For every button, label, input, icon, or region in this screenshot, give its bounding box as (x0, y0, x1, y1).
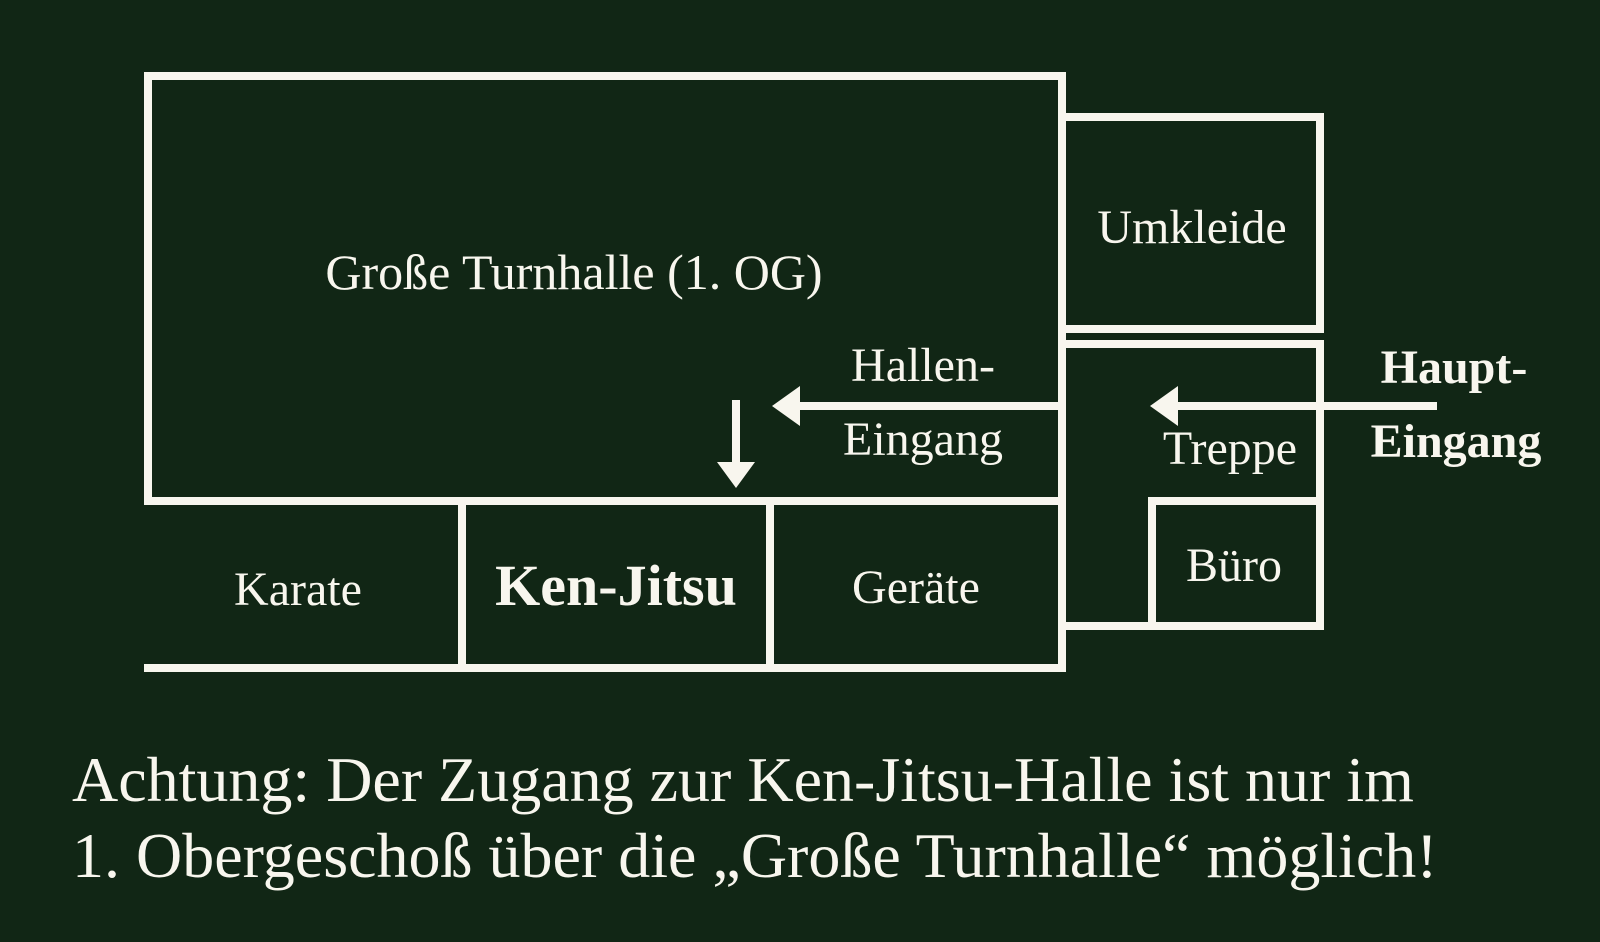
umkleide-wall-right (1316, 113, 1324, 333)
notice-line-1: Achtung: Der Zugang zur Ken-Jitsu-Halle … (72, 744, 1414, 815)
hall-entrance-arrow-head-icon (772, 386, 800, 426)
hall-wall-top (144, 72, 1066, 80)
down-arrow-head-icon (717, 462, 755, 488)
row-wall-bottom (144, 664, 1066, 672)
main-vertical-wall (1058, 72, 1066, 672)
buero-wall-top (1148, 497, 1324, 505)
ken-jitsu-label: Ken-Jitsu (495, 553, 737, 618)
treppe-wall-top (1058, 340, 1324, 348)
geraete-label: Geräte (852, 561, 980, 614)
umkleide-label: Umkleide (1097, 201, 1287, 254)
main-entrance-arrow-head-icon (1150, 386, 1178, 426)
hall-entrance-label-line2: Eingang (843, 413, 1003, 466)
row-divider-karate (458, 497, 466, 672)
down-arrow-shaft (732, 400, 740, 466)
umkleide-wall-top (1058, 113, 1324, 121)
treppe-wall-bottom (1058, 622, 1324, 630)
hall-wall-left (144, 72, 152, 505)
main-entrance-arrow-line (1178, 402, 1437, 410)
buero-label: Büro (1186, 539, 1282, 592)
row-divider-geraete (766, 497, 774, 672)
treppe-label: Treppe (1162, 422, 1298, 475)
main-entrance-label-line1: Haupt- (1380, 341, 1528, 394)
hall-label: Große Turnhalle (1. OG) (325, 244, 823, 300)
karate-label: Karate (234, 563, 362, 616)
hall-wall-bottom (144, 497, 1066, 505)
buero-wall-left (1148, 497, 1156, 630)
treppe-wall-right (1316, 340, 1324, 630)
main-entrance-label-line2: Eingang (1370, 415, 1542, 468)
hall-entrance-arrow-line (793, 402, 1066, 410)
hall-entrance-label-line1: Hallen- (851, 339, 995, 392)
notice-line-2: 1. Obergeschoß über die „Große Turnhalle… (72, 820, 1438, 891)
umkleide-wall-bottom (1058, 325, 1324, 333)
notice-text: Achtung: Der Zugang zur Ken-Jitsu-Halle … (72, 742, 1438, 894)
